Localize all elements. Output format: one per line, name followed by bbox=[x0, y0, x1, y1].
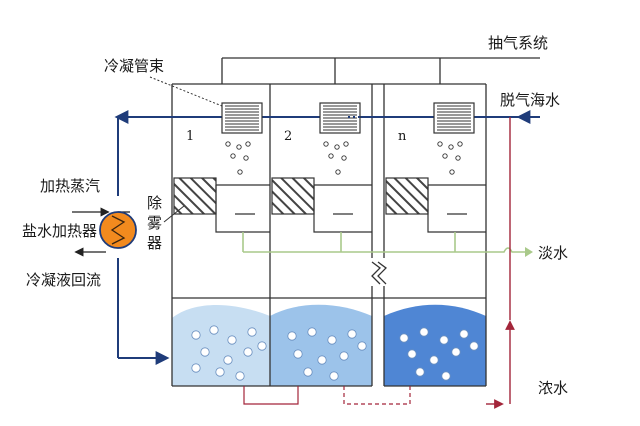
stage-number-1: 1 bbox=[186, 129, 194, 144]
label-demister-2: 雾 bbox=[147, 214, 162, 232]
fresh-water-arrow bbox=[525, 247, 533, 257]
bubble bbox=[429, 355, 439, 365]
bubble bbox=[191, 330, 201, 340]
condenser-bundle-n bbox=[433, 102, 475, 134]
evaporator-vessel bbox=[171, 83, 487, 387]
demister-stage-n bbox=[385, 177, 429, 215]
vacuum-pipe bbox=[221, 57, 540, 84]
label-vacuum-system: 抽气系统 bbox=[488, 34, 548, 52]
bubble bbox=[459, 329, 469, 339]
droplets-stage-1 bbox=[225, 141, 251, 175]
diagram-labels: 冷凝管束 抽气系统 脱气海水 加热蒸汽 盐水加热器 冷凝液回流 除 雾 器 淡水… bbox=[22, 34, 568, 397]
demister-stage-2 bbox=[271, 177, 315, 215]
fresh-water-pipe bbox=[242, 232, 525, 253]
bubble bbox=[215, 367, 225, 377]
label-condensate-return: 冷凝液回流 bbox=[26, 271, 101, 289]
droplets-stage-n bbox=[437, 141, 463, 175]
bubble bbox=[209, 325, 219, 335]
stage-break-symbol bbox=[366, 258, 390, 286]
concentrated-brine-pipe bbox=[486, 117, 515, 409]
leader-condenser-bundle bbox=[149, 76, 223, 107]
bubble bbox=[247, 327, 257, 337]
label-demister-3: 器 bbox=[147, 234, 162, 252]
bubble bbox=[407, 349, 417, 359]
droplets-stage-2 bbox=[323, 141, 349, 175]
leader-demister bbox=[163, 205, 185, 223]
label-degassed-seawater: 脱气海水 bbox=[500, 91, 560, 109]
brine-bubbles bbox=[191, 325, 479, 381]
label-concentrated-brine: 浓水 bbox=[538, 379, 568, 397]
bubble bbox=[329, 371, 339, 381]
brine-stage-n bbox=[384, 304, 486, 386]
bubble bbox=[287, 331, 297, 341]
bubble bbox=[307, 327, 317, 337]
label-brine-heater: 盐水加热器 bbox=[22, 222, 97, 240]
condenser-bundle-1 bbox=[221, 102, 263, 134]
bubble bbox=[317, 355, 327, 365]
bubble bbox=[339, 351, 349, 361]
bubble bbox=[419, 327, 429, 337]
bubble bbox=[451, 347, 461, 357]
bubble bbox=[347, 329, 357, 339]
bubble bbox=[303, 367, 313, 377]
bubble bbox=[223, 355, 233, 365]
brine-heater bbox=[72, 207, 137, 257]
bubble bbox=[441, 371, 451, 381]
collection-trays bbox=[215, 184, 486, 233]
bubble bbox=[293, 349, 303, 359]
stage-number-n: n bbox=[398, 129, 407, 144]
label-condenser-bundle: 冷凝管束 bbox=[104, 57, 164, 75]
brine-transfer-lines bbox=[243, 386, 411, 405]
bubble bbox=[469, 341, 479, 351]
label-fresh-water: 淡水 bbox=[538, 244, 568, 262]
bubble bbox=[399, 333, 409, 343]
bubble bbox=[257, 341, 267, 351]
label-heating-steam: 加热蒸汽 bbox=[40, 177, 100, 195]
label-demister-1: 除 bbox=[147, 194, 162, 212]
bubble bbox=[243, 347, 253, 357]
bubble bbox=[415, 367, 425, 377]
bubble bbox=[200, 347, 210, 357]
bubble bbox=[439, 335, 449, 345]
bubble bbox=[227, 335, 237, 345]
bubble bbox=[191, 363, 201, 373]
bubble bbox=[235, 371, 245, 381]
bubble bbox=[357, 341, 367, 351]
bubble bbox=[327, 335, 337, 345]
stage-number-2: 2 bbox=[284, 129, 292, 144]
brine-stage-2 bbox=[270, 304, 372, 386]
